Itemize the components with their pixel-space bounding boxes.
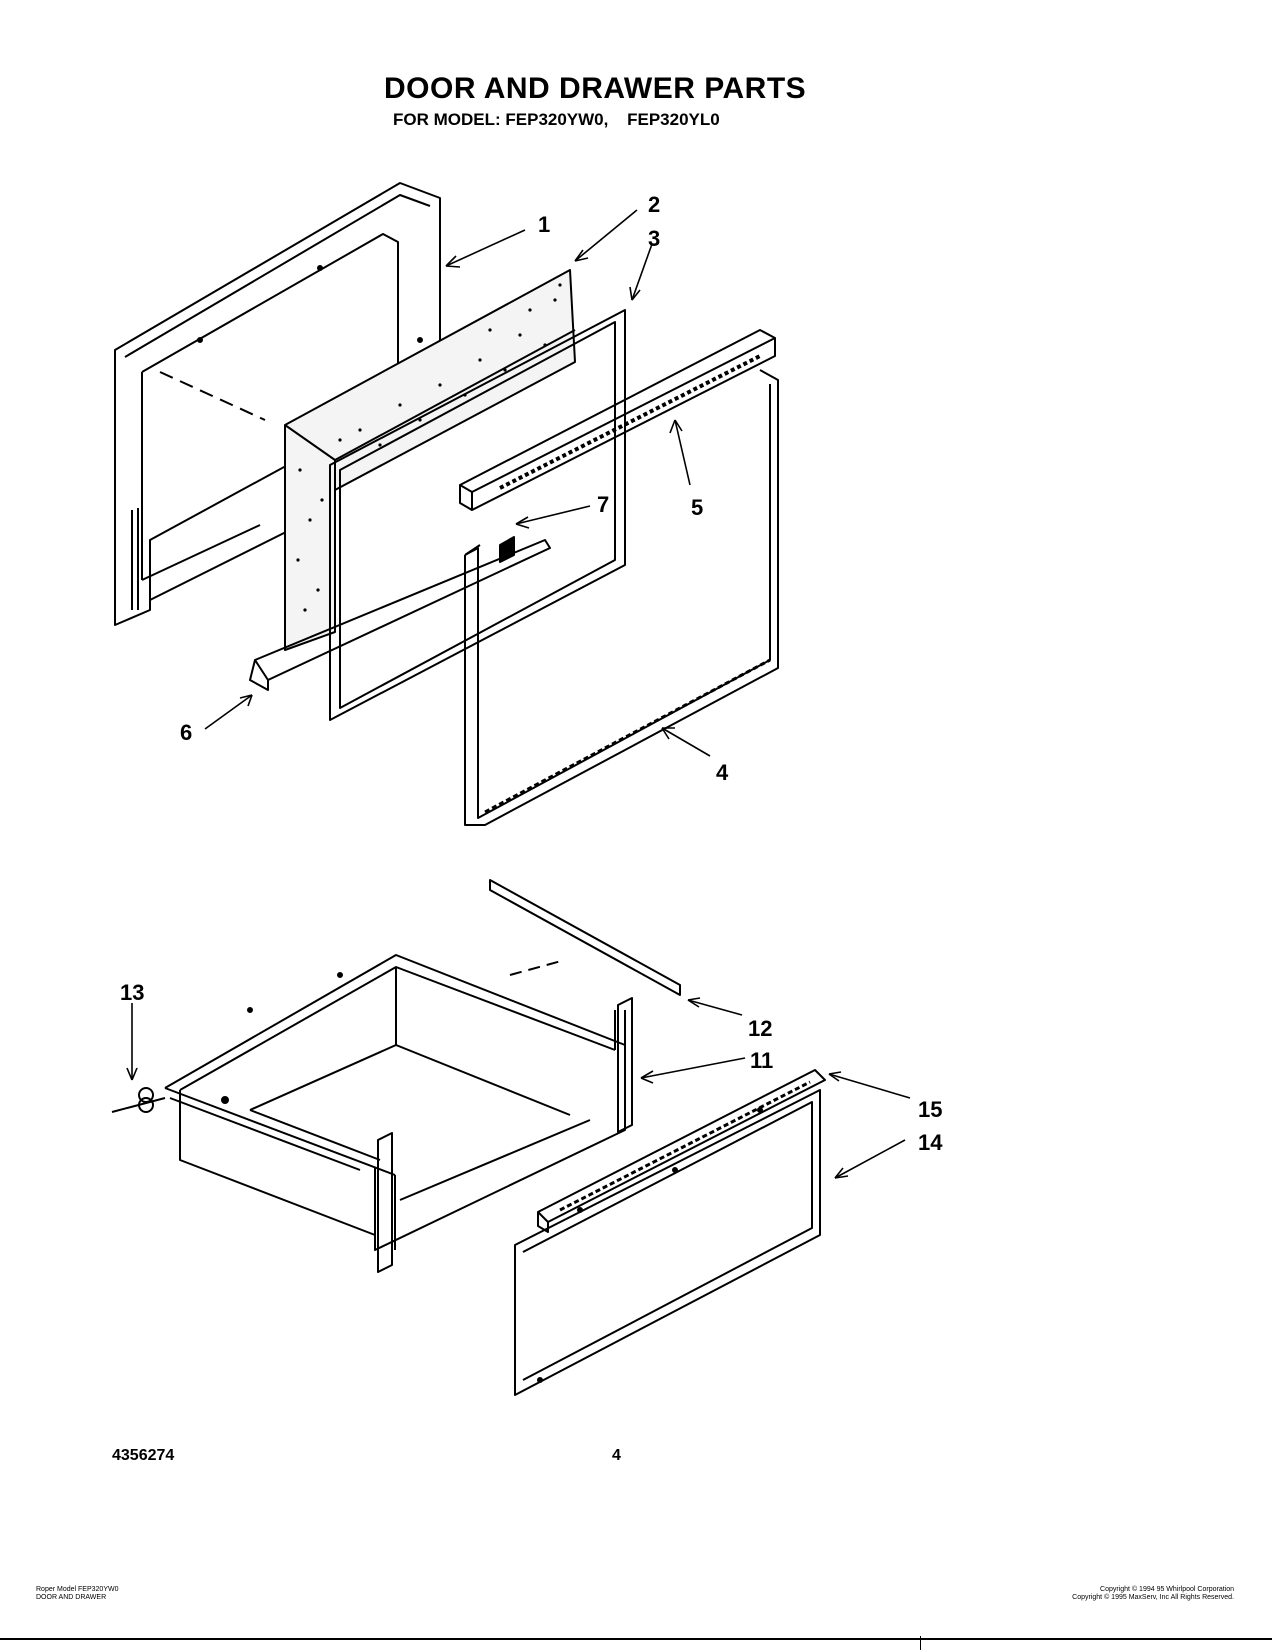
part-5-vent-trim xyxy=(459,329,776,511)
footer-right-line-2: Copyright © 1995 MaxServ, Inc All Rights… xyxy=(1072,1594,1234,1601)
part-4-front-frame xyxy=(464,369,779,826)
callout-13: 13 xyxy=(120,980,144,1005)
callout-labels: 1 2 3 4 5 6 7 11 12 13 14 15 xyxy=(120,192,943,1155)
part-11-side-bracket xyxy=(617,997,633,1133)
part-7-clip xyxy=(499,536,515,563)
part-3-inner-frame xyxy=(329,309,626,721)
drawer-center-bracket xyxy=(377,1132,393,1273)
part-1-outer-door-panel xyxy=(114,182,441,626)
callout-12: 12 xyxy=(748,1016,772,1041)
callout-14: 14 xyxy=(918,1130,943,1155)
callout-1: 1 xyxy=(538,212,550,237)
part-6-handle xyxy=(249,539,551,691)
footer-left-line-2: DOOR AND DRAWER xyxy=(36,1594,107,1601)
footer-model-info: Roper Model FEP320YW0 DOOR AND DRAWER xyxy=(36,1586,118,1602)
page-title: DOOR AND DRAWER PARTS xyxy=(384,72,807,105)
callout-7: 7 xyxy=(597,492,609,517)
part-2-insulation xyxy=(284,269,576,651)
part-list-number: 4356274 xyxy=(112,1447,175,1464)
footer-right-line-1: Copyright © 1994 95 Whirlpool Corporatio… xyxy=(1100,1586,1234,1593)
callout-3: 3 xyxy=(648,226,660,251)
footer-copyright: Copyright © 1994 95 Whirlpool Corporatio… xyxy=(1072,1586,1234,1602)
callout-11: 11 xyxy=(750,1048,773,1073)
part-12-drawer-rail xyxy=(489,879,681,996)
leader-lines xyxy=(126,209,911,1179)
callout-6: 6 xyxy=(180,720,192,745)
page-number: 4 xyxy=(612,1447,621,1464)
bottom-tick-mark xyxy=(920,1636,921,1650)
callout-5: 5 xyxy=(691,495,703,520)
bottom-rule xyxy=(0,1638,1272,1640)
drawer-body xyxy=(164,954,626,1251)
callout-4: 4 xyxy=(716,760,729,785)
callout-2: 2 xyxy=(648,192,660,217)
model-subtitle: FOR MODEL: FEP320YW0, FEP320YL0 xyxy=(393,110,720,130)
footer-left-line-1: Roper Model FEP320YW0 xyxy=(36,1586,119,1593)
part-14-drawer-front xyxy=(514,1089,821,1396)
part-13-stop xyxy=(111,1087,166,1113)
model-label: FOR MODEL: FEP320YW0, xyxy=(393,110,609,129)
model-second: FEP320YL0 xyxy=(627,110,720,129)
callout-15: 15 xyxy=(918,1097,942,1122)
